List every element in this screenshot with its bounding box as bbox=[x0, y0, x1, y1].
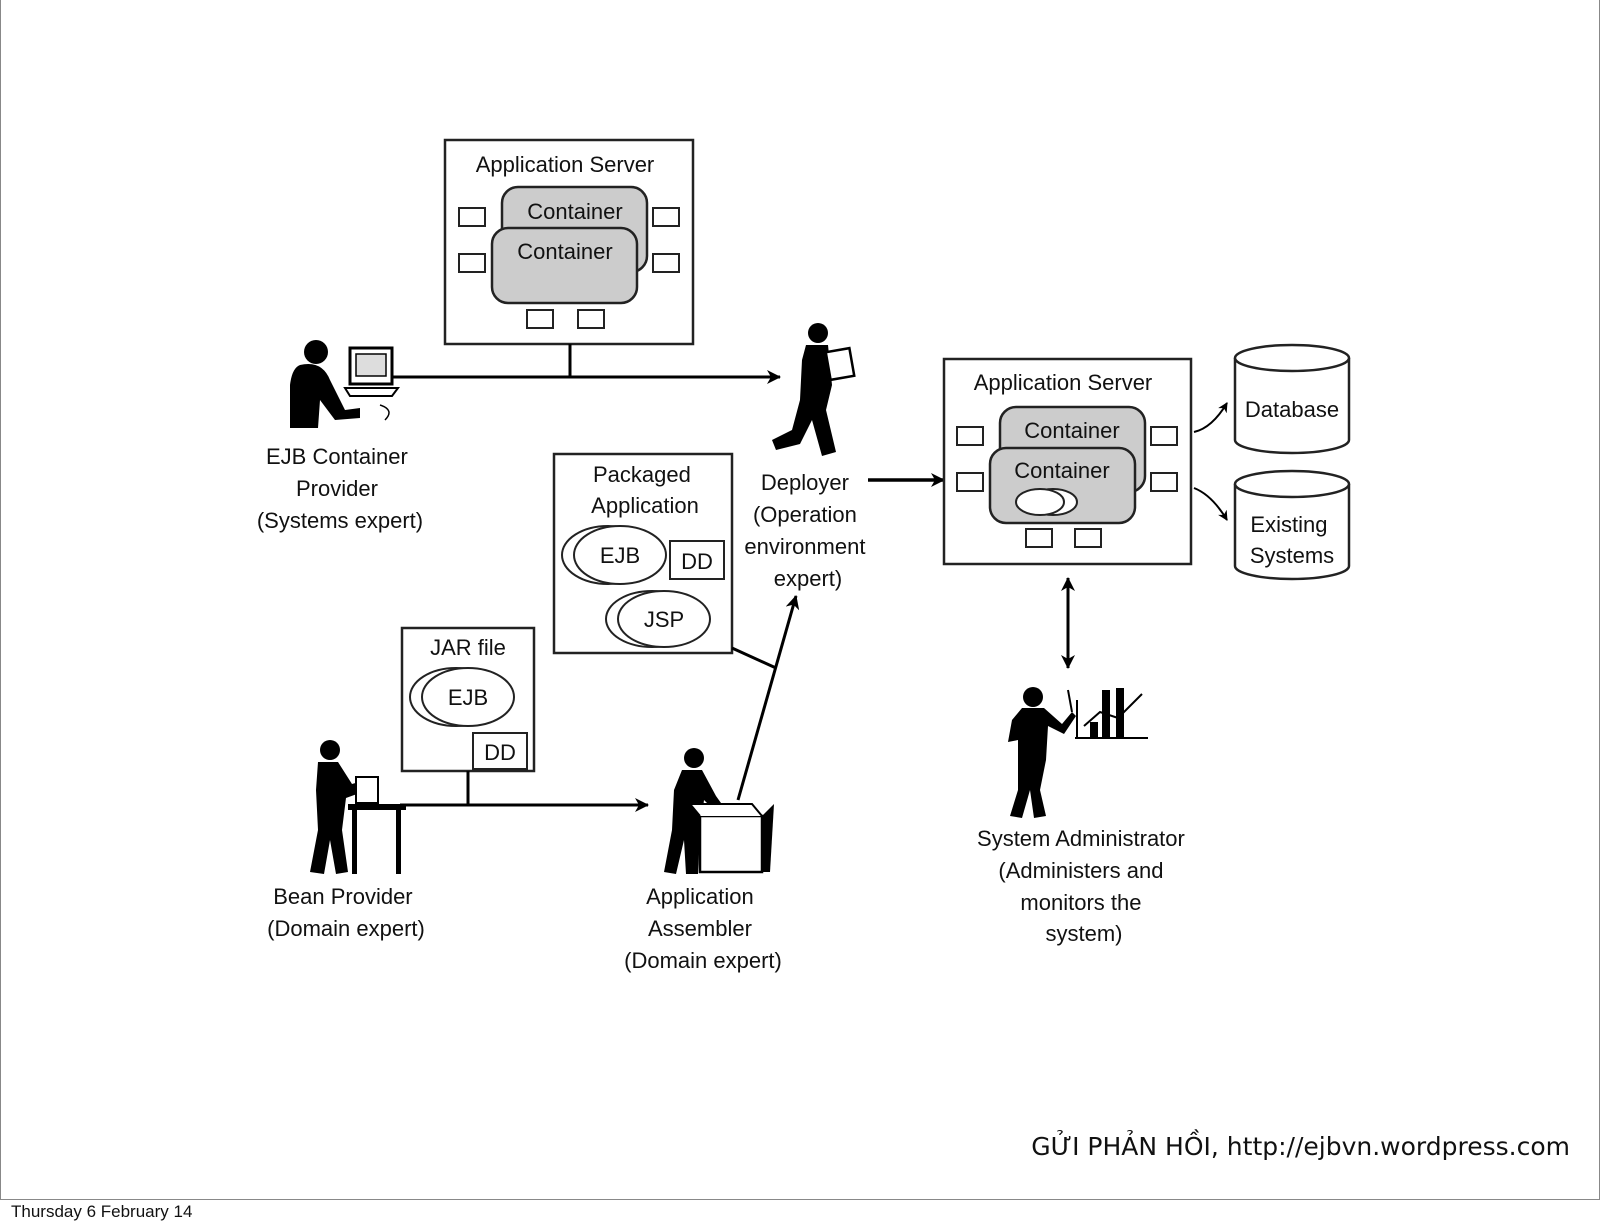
assembler-label: Application Assembler (Domain expert) bbox=[624, 884, 782, 973]
database-cylinder: Database bbox=[1233, 343, 1351, 455]
arrow-to-existing-systems bbox=[1193, 487, 1228, 521]
jsp-label: JSP bbox=[644, 607, 684, 632]
ejb-label: EJB bbox=[600, 543, 640, 568]
slide-frame bbox=[0, 0, 1600, 1200]
container-provider-label: EJB Container Provider (Systems expert) bbox=[257, 444, 423, 533]
dd-label: DD bbox=[681, 549, 713, 574]
existing-systems-cylinder: Existing Systems bbox=[1233, 469, 1351, 581]
assembler-figure-icon bbox=[664, 748, 774, 874]
jar-file-title: JAR file bbox=[430, 635, 506, 660]
sys-admin-figure-icon bbox=[1008, 687, 1148, 818]
existing-systems-label: Existing Systems bbox=[1250, 512, 1334, 568]
container-provider-figure-icon bbox=[290, 340, 400, 428]
container-label: Container bbox=[517, 239, 612, 264]
container-label: Container bbox=[1014, 458, 1109, 483]
container-label: Container bbox=[1024, 418, 1119, 443]
packaged-application-box: Packaged Application EJB DD JSP bbox=[552, 452, 734, 655]
dd-label: DD bbox=[484, 740, 516, 765]
arrow-assembler-to-deployer bbox=[736, 595, 800, 801]
jar-file-box: JAR file EJB DD bbox=[400, 626, 536, 773]
feedback-link[interactable]: GỬI PHẢN HỒI, http://ejbvn.wordpress.com bbox=[1031, 1132, 1570, 1161]
slide-date: Thursday 6 February 14 bbox=[11, 1202, 193, 1221]
deployer-label: Deployer (Operation environment expert) bbox=[744, 470, 871, 591]
arrow-to-database bbox=[1193, 402, 1228, 433]
bean-provider-figure-icon bbox=[310, 740, 406, 874]
database-label: Database bbox=[1245, 397, 1339, 422]
app-server-top: Application Server Container Container bbox=[443, 138, 695, 346]
app-server-right: Application Server Container Container bbox=[942, 357, 1193, 566]
app-server-top-title: Application Server bbox=[476, 152, 655, 177]
deployer-figure-icon bbox=[772, 323, 856, 456]
ejb-label: EJB bbox=[448, 685, 488, 710]
container-label: Container bbox=[527, 199, 622, 224]
app-server-right-title: Application Server bbox=[974, 370, 1153, 395]
packaged-application-title: Packaged Application bbox=[591, 462, 699, 518]
bean-provider-label: Bean Provider (Domain expert) bbox=[267, 884, 425, 941]
sys-admin-label: System Administrator (Administers and mo… bbox=[977, 826, 1191, 946]
